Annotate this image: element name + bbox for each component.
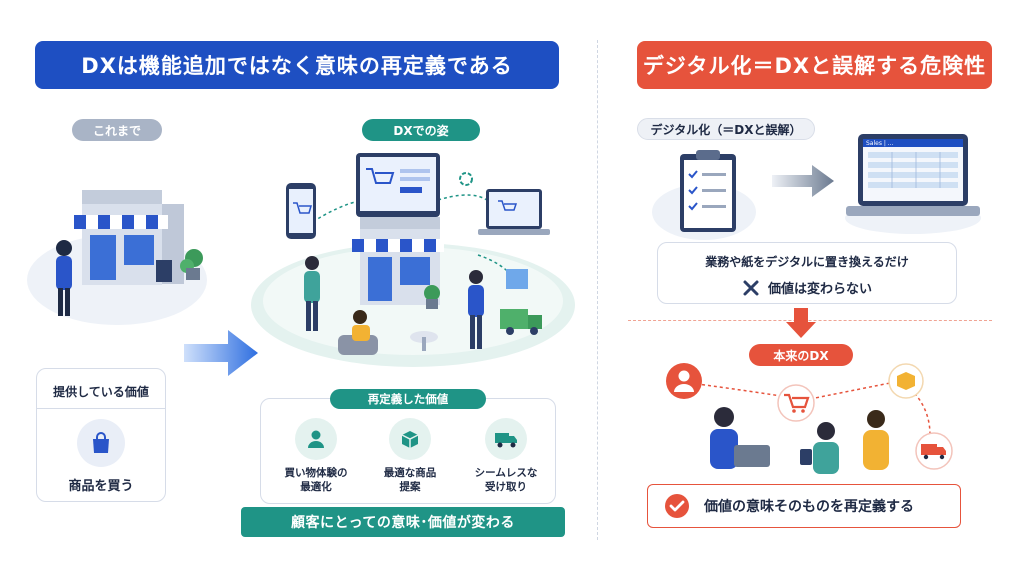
person-icon <box>295 418 337 460</box>
value-item-delivery-line2: 受け取り <box>485 481 527 494</box>
misconception-note-line: 業務や紙をデジタルに置き換えるだけ <box>705 255 909 269</box>
right-title: デジタル化＝DXと誤解する危険性 <box>637 41 992 89</box>
misconception-label: デジタル化（＝DXと誤解） <box>637 118 815 140</box>
value-item-recommendation: 最適な商品 提案 <box>370 418 450 494</box>
truck-icon <box>485 418 527 460</box>
value-item-delivery: シームレスな 受け取り <box>464 418 548 494</box>
box-icon <box>389 418 431 460</box>
after-label: DXでの姿 <box>362 119 480 141</box>
misconception-note-card: 業務や紙をデジタルに置き換えるだけ 価値は変わらない <box>657 242 957 304</box>
before-label: これまで <box>72 119 162 141</box>
traditional-store-illustration <box>22 160 212 330</box>
section-divider <box>597 40 598 540</box>
clipboard-illustration <box>652 146 762 242</box>
dx-ecosystem-illustration <box>248 145 578 375</box>
value-item-delivery-line1: シームレスな <box>474 467 538 479</box>
laptop-illustration <box>842 128 984 236</box>
true-dx-label: 本来のDX <box>749 344 853 366</box>
check-circle-icon <box>664 493 690 519</box>
cross-icon <box>742 279 760 297</box>
true-dx-illustration <box>650 355 980 485</box>
down-arrow-icon <box>784 306 818 340</box>
value-item-recommendation-line2: 提案 <box>399 481 421 494</box>
conversion-arrow-icon <box>772 163 836 199</box>
value-item-experience: 買い物体験の 最適化 <box>276 418 356 494</box>
no-value-change-text: 価値は変わらない <box>767 282 872 297</box>
value-item-experience-line1: 買い物体験の <box>284 467 348 479</box>
value-item-experience-line2: 最適化 <box>300 481 332 494</box>
left-title: DXは機能追加ではなく意味の再定義である <box>35 41 559 89</box>
redefined-value-title: 再定義した価値 <box>330 389 486 409</box>
laptop-screen-label: Sales | ... <box>866 140 894 147</box>
conclusion-text: 価値の意味そのものを再定義する <box>704 499 914 515</box>
before-value-card: 提供している価値 商品を買う <box>36 368 166 502</box>
before-value-card-title: 提供している価値 <box>53 385 149 399</box>
shopping-bag-icon <box>77 419 125 467</box>
meaning-change-banner: 顧客にとっての意味･価値が変わる <box>241 507 565 537</box>
before-value-item: 商品を買う <box>68 479 134 494</box>
red-dashed-divider <box>628 320 992 321</box>
value-item-recommendation-line1: 最適な商品 <box>383 467 437 479</box>
transition-arrow <box>184 328 260 378</box>
conclusion-box: 価値の意味そのものを再定義する <box>647 484 961 528</box>
